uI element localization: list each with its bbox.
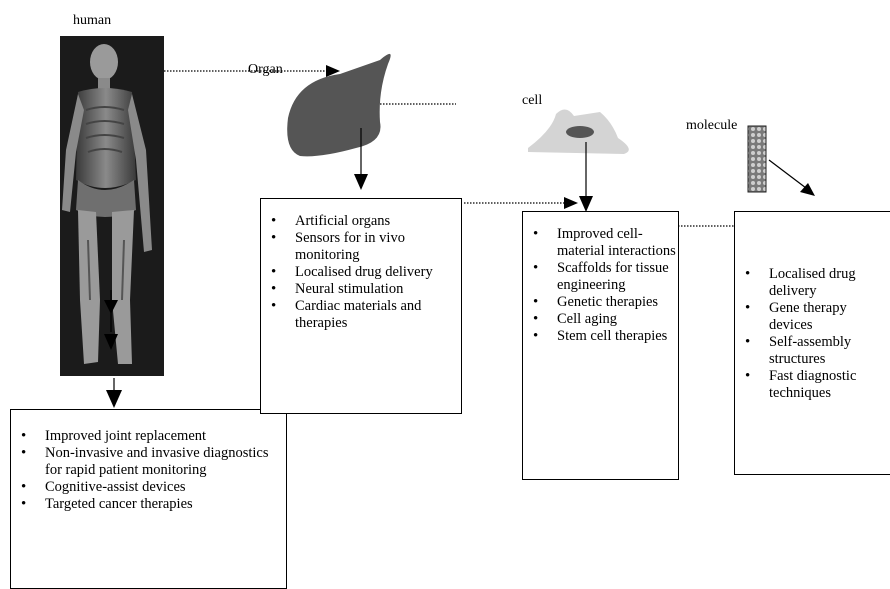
list-item: Sensors for in vivo monitoring (261, 230, 461, 264)
cell-label: cell (522, 93, 543, 108)
list-item: Cell aging (523, 311, 678, 328)
cell-applications-list: Improved cell-material interactions Scaf… (523, 226, 678, 345)
organ-applications-list: Artificial organs Sensors for in vivo mo… (261, 213, 461, 332)
list-item: Stem cell therapies (523, 328, 678, 345)
list-item: Genetic therapies (523, 294, 678, 311)
cell-shape-icon (528, 109, 629, 154)
list-item: Non-invasive and invasive diagnostics fo… (11, 445, 286, 479)
molecule-applications-list: Localised drug delivery Gene therapy dev… (735, 266, 890, 402)
list-item: Localised drug delivery (261, 264, 461, 281)
list-item: Self-assembly structures (735, 334, 890, 368)
list-item: Cardiac materials and therapies (261, 298, 461, 332)
molecule-applications-box: Localised drug delivery Gene therapy dev… (734, 211, 890, 475)
molecule-label: molecule (686, 118, 738, 133)
list-item: Neural stimulation (261, 281, 461, 298)
list-item: Improved joint replacement (11, 428, 286, 445)
organ-label: Organ (248, 62, 283, 77)
list-item: Fast diagnostic techniques (735, 368, 890, 402)
human-applications-list: Improved joint replacement Non-invasive … (11, 428, 286, 513)
list-item: Cognitive-assist devices (11, 479, 286, 496)
cell-applications-box: Improved cell-material interactions Scaf… (522, 211, 679, 480)
list-item: Improved cell-material interactions (523, 226, 678, 260)
list-item: Gene therapy devices (735, 300, 890, 334)
list-item: Artificial organs (261, 213, 461, 230)
organ-applications-box: Artificial organs Sensors for in vivo mo… (260, 198, 462, 414)
human-body-figure-icon (60, 36, 164, 376)
human-applications-box: Improved joint replacement Non-invasive … (10, 409, 287, 589)
list-item: Localised drug delivery (735, 266, 890, 300)
human-label: human (73, 13, 112, 28)
list-item: Scaffolds for tissue engineering (523, 260, 678, 294)
list-item: Targeted cancer therapies (11, 496, 286, 513)
molecule-strand-icon (747, 125, 767, 193)
organ-blob-icon (287, 53, 391, 157)
